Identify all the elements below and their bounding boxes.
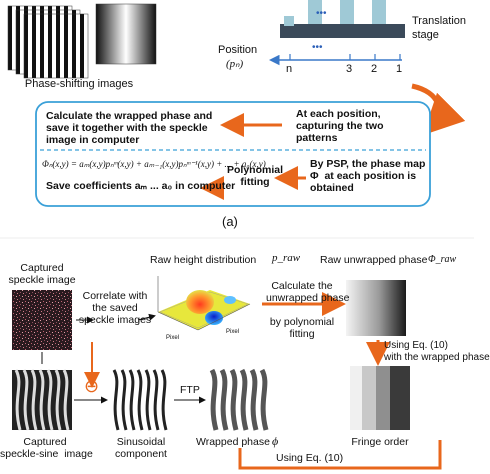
ruler-tick-3: 3 xyxy=(346,63,353,75)
position-ruler xyxy=(269,54,402,66)
process-box xyxy=(35,101,431,207)
formula-text: Φₙ(x,y) = aₘ(x,y)pₙᵐ(x,y) + aₘ₋₁(x,y)pₙᵐ… xyxy=(42,159,266,169)
stage-to-box-arrow xyxy=(411,83,466,136)
translation-stage xyxy=(280,0,405,38)
panel-label-a: (a) xyxy=(222,214,238,229)
correlate-to-plot-arrow xyxy=(137,313,156,321)
raw-height-symbol: p_raw xyxy=(272,252,301,264)
box-upper-right-text: At each position, capturing the two patt… xyxy=(296,108,384,144)
ruler-dots: ••• xyxy=(312,42,323,53)
by-polynomial-label: by polynomial fitting xyxy=(269,316,335,340)
box-upper-left-text: Calculate the wrapped phase and save it … xyxy=(46,110,213,146)
stage-dots: ••• xyxy=(316,8,327,19)
raw-unwrapped-symbol: Φ_raw xyxy=(428,254,457,265)
position-label: Position xyxy=(218,44,258,56)
raw-unwrapped-label: Raw unwrapped phase xyxy=(320,254,428,266)
plot-axis-x: Pixel xyxy=(166,335,180,341)
sinusoidal-label: Sinusoidal component xyxy=(115,436,167,460)
using-eq10-label: Using Eq. (10) xyxy=(276,452,344,464)
ruler-tick-1: 1 xyxy=(396,63,403,75)
calculate-unwrapped-label: Calculate the unwrapped phase xyxy=(266,280,350,304)
wrapped-to-fringe-arrow xyxy=(238,440,442,470)
captured-speckle-sine-label: Captured speckle-sine image xyxy=(0,436,93,460)
correlate-label: Correlate with the saved speckle images xyxy=(78,290,152,326)
raw-unwrapped-phase-image xyxy=(346,280,406,336)
polynomial-fitting-text: Polynomial fitting xyxy=(226,164,283,188)
captured-speckle-sine-image xyxy=(12,369,72,431)
fringe-order-label: Fringe order xyxy=(351,436,409,448)
phase-shifting-images-label: Phase-shifting images xyxy=(24,78,134,90)
translation-stage-label: Translation stage xyxy=(412,15,467,41)
raw-height-label: Raw height distribution xyxy=(150,254,257,266)
diagram-canvas xyxy=(0,0,474,470)
ruler-tick-n: n xyxy=(286,63,293,75)
wrapped-phase-symbol: ϕ xyxy=(272,434,279,448)
minus-symbol: ⊖ xyxy=(84,376,100,396)
position-symbol: (pₙ) xyxy=(226,58,244,70)
save-coefficients-text: Save coefficients aₘ ... a₀ in computer xyxy=(46,180,236,192)
phase-shifting-image-stack xyxy=(7,3,157,79)
ftp-label: FTP xyxy=(180,384,200,396)
captured-speckle-label: Captured speckle image xyxy=(8,262,76,286)
sinusoidal-component-image xyxy=(110,369,170,431)
wrapped-phase-label: Wrapped phase xyxy=(196,436,270,448)
using-eq10-wrapped-label: Using Eq. (10) with the wrapped phase xyxy=(384,340,490,363)
box-lower-right-text: By PSP, the phase map Φ at each position… xyxy=(310,158,426,194)
plot-axis-y: Pixel xyxy=(226,329,240,335)
raw-height-surface-plot xyxy=(157,276,251,331)
captured-speckle-image xyxy=(12,290,72,350)
wrapped-phase-image xyxy=(208,368,270,431)
fringe-order-image xyxy=(350,366,410,430)
ruler-tick-2: 2 xyxy=(371,63,378,75)
